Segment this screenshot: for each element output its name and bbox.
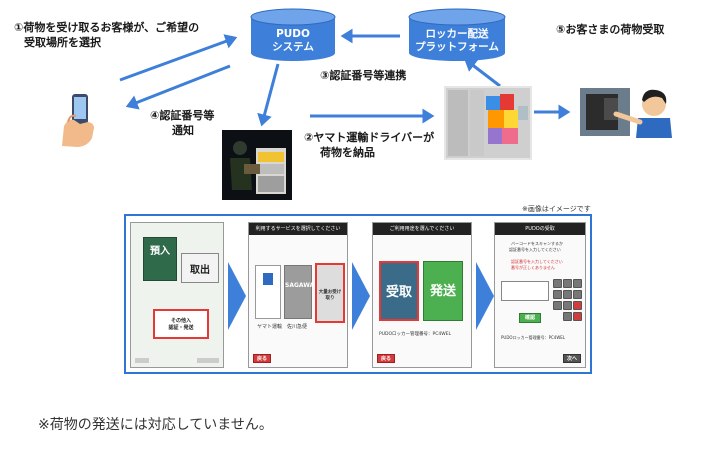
receive-label: 取出 <box>190 265 210 276</box>
keypad-key[interactable] <box>563 301 572 310</box>
confirm-button-label: 確認 <box>524 315 535 321</box>
back-button[interactable]: 戻る <box>253 354 271 363</box>
customer-receiving-icon <box>580 88 672 138</box>
screen-2-header: 利用するサービスを選択してください <box>249 223 347 235</box>
step-2-line1: ②ヤマト運輸ドライバーが <box>304 131 435 144</box>
next-button[interactable]: 次へ <box>563 354 581 363</box>
step-4-label: ④認証番号等 通知 <box>150 108 214 138</box>
yamato-tile[interactable] <box>255 265 281 319</box>
keypad-key-delete[interactable] <box>573 312 582 321</box>
screen-4-auth-input: PUDOの受取 バーコードをスキャンするか 認証番号を入力してください 認証番号… <box>494 222 586 368</box>
screen-1-footer-left <box>135 358 149 363</box>
keypad-key[interactable] <box>563 312 572 321</box>
keypad-key[interactable] <box>563 279 572 288</box>
driver-icon <box>230 141 286 194</box>
other-label-1: その他入 <box>170 318 191 324</box>
next-button-label: 次へ <box>566 356 577 362</box>
arrow-pudo-to-driver <box>257 63 280 127</box>
pudo-label-1: PUDO <box>276 28 310 40</box>
keypad-key[interactable] <box>553 279 562 288</box>
platform-label-1: ロッカー配送 <box>425 28 489 40</box>
keypad-key[interactable] <box>553 301 562 310</box>
back-button[interactable]: 戻る <box>377 354 395 363</box>
deposit-label: 預入 <box>150 246 170 257</box>
arrow-locker-to-platform <box>464 58 501 88</box>
yamato-logo-icon <box>263 273 273 285</box>
step-1-line1: ①荷物を受け取るお客様が、ご希望の <box>14 21 200 34</box>
step-3-label: ③認証番号等連携 <box>320 69 407 82</box>
locker-icon <box>446 88 530 158</box>
step-5-label: ⑤お客さまの荷物受取 <box>556 23 665 36</box>
image-disclaimer: ※画像はイメージです <box>522 205 591 213</box>
chevron-right-icon <box>352 262 370 330</box>
receive-option-highlight[interactable]: 受取 <box>379 261 419 321</box>
receive-tile[interactable]: 取出 <box>181 253 219 283</box>
chevron-right-icon <box>476 262 494 330</box>
sagawa-caption: 佐川急便 <box>287 324 308 330</box>
deposit-tile[interactable]: 預入 <box>143 237 177 281</box>
screen-1-footer-right <box>197 358 219 363</box>
screen-4-header: PUDOの受取 <box>495 223 585 235</box>
screen-4-footer: PUDOロッカー管理番号：PC4WEL <box>501 335 566 340</box>
screen-1-menu: 預入 取出 その他入 認証・発送 <box>130 222 224 368</box>
auth-code-input[interactable] <box>501 281 549 301</box>
smartphone-hand-icon <box>62 94 94 147</box>
step-4-line1: ④認証番号等 <box>150 109 215 122</box>
send-option-label: 発送 <box>429 284 456 299</box>
instruction-2: 認証番号を入力してください <box>509 247 561 252</box>
send-option[interactable]: 発送 <box>423 261 463 321</box>
pudo-locker-photo <box>444 86 532 160</box>
warning-2: 番号が正しくありません <box>511 265 555 270</box>
receive-option-label: 受取 <box>385 285 412 300</box>
arrow-phone-to-pudo <box>119 34 238 82</box>
chevron-right-icon <box>228 262 246 330</box>
step-4-line2: 通知 <box>172 124 194 137</box>
yamato-caption: ヤマト運輸 <box>257 324 283 330</box>
keypad-key[interactable] <box>553 290 562 299</box>
pudo-system-database: PUDO システム <box>250 8 336 62</box>
instruction-1: バーコードをスキャンするか <box>511 241 563 246</box>
platform-label-2: プラットフォーム <box>415 41 499 53</box>
database-icon <box>408 8 506 61</box>
keypad-key[interactable] <box>573 290 582 299</box>
pudo-tile-label: 大量お受け取り <box>318 290 342 301</box>
back-button-label: 戻る <box>380 356 391 362</box>
driver-delivering-photo <box>222 130 292 200</box>
warning-1: 認証番号を入力してください <box>511 259 563 264</box>
screen-3-purpose-select: ご利用用途を選んでください 受取 発送 PUDOロッカー管理番号：PC4WEL … <box>372 222 472 368</box>
screen-3-footer: PUDOロッカー管理番号：PC4WEL <box>379 332 452 337</box>
back-button-label: 戻る <box>256 356 267 362</box>
sagawa-tile[interactable]: SAGAWA <box>284 265 315 319</box>
screen-flow-panel: 預入 取出 その他入 認証・発送 利用するサービスを選択してください SAGAW… <box>124 214 592 374</box>
step-1-line2: 受取場所を選択 <box>24 36 101 49</box>
footnote: ※荷物の発送には対応していません。 <box>38 417 273 433</box>
keypad-key[interactable] <box>563 290 572 299</box>
step-2-label: ②ヤマト運輸ドライバーが 荷物を納品 <box>304 130 434 160</box>
screen-2-service-select: 利用するサービスを選択してください SAGAWA 大量お受け取り ヤマト運輸 佐… <box>248 222 348 368</box>
sagawa-brand: SAGAWA <box>285 282 315 289</box>
step-1-label: ①荷物を受け取るお客様が、ご希望の 受取場所を選択 <box>14 20 199 50</box>
keypad-key-clear[interactable] <box>573 301 582 310</box>
step-2-line2: 荷物を納品 <box>320 146 375 159</box>
keypad-key[interactable] <box>573 279 582 288</box>
database-icon <box>250 8 336 61</box>
pudo-label-2: システム <box>272 41 314 53</box>
pudo-tile-highlight[interactable]: 大量お受け取り <box>315 263 345 323</box>
screen-3-header: ご利用用途を選んでください <box>373 223 471 235</box>
arrow-pudo-to-phone <box>125 64 231 110</box>
confirm-button[interactable]: 確認 <box>519 313 541 323</box>
other-tile-highlight[interactable]: その他入 認証・発送 <box>153 309 209 339</box>
other-label-2: 認証・発送 <box>168 325 194 331</box>
flow-arrows <box>119 28 571 127</box>
locker-platform-database: ロッカー配送 プラットフォーム <box>408 8 506 62</box>
